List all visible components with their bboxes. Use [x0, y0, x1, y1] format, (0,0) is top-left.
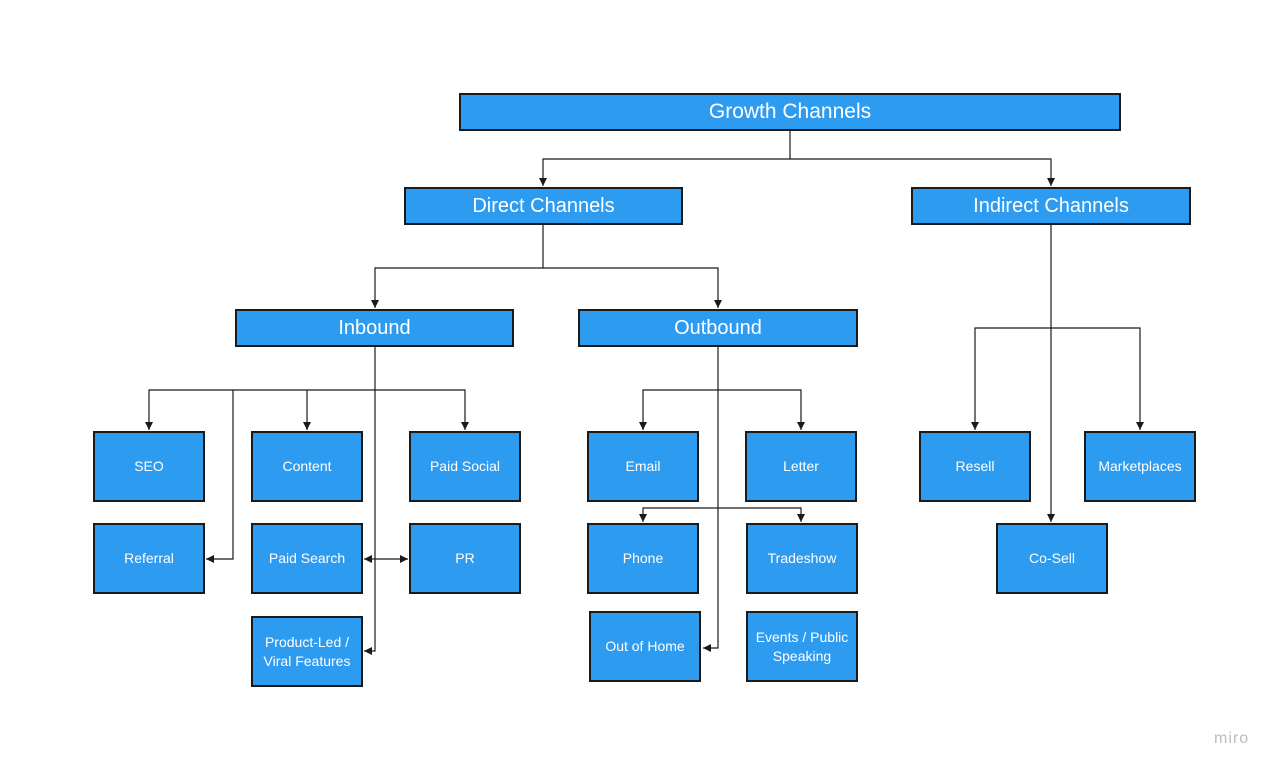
miro-watermark: miro: [1214, 730, 1250, 747]
node-indirect-channels[interactable]: Indirect Channels: [911, 187, 1191, 225]
node-product-led[interactable]: Product-Led / Viral Features: [251, 616, 363, 687]
node-events-public-speaking[interactable]: Events / Public Speaking: [746, 611, 858, 682]
connector-inbound-vertical: [364, 390, 376, 655]
connector-inbound-seo: [145, 389, 375, 430]
connector-direct-inbound: [371, 224, 544, 308]
node-out-of-home[interactable]: Out of Home: [589, 611, 701, 682]
node-resell[interactable]: Resell: [919, 431, 1031, 502]
node-content[interactable]: Content: [251, 431, 363, 502]
connector-indirect-marketplaces: [1051, 327, 1144, 430]
connector-inbound-referral: [206, 390, 234, 563]
connector-outbound-trunk: [703, 346, 719, 652]
connector-root-direct: [539, 130, 791, 186]
node-phone[interactable]: Phone: [587, 523, 699, 594]
node-tradeshow[interactable]: Tradeshow: [746, 523, 858, 594]
node-inbound[interactable]: Inbound: [235, 309, 514, 347]
connector-indirect-resell: [971, 327, 1051, 430]
connector-outbound-email: [639, 389, 718, 430]
connector-direct-outbound: [543, 267, 722, 308]
node-outbound[interactable]: Outbound: [578, 309, 858, 347]
node-growth-channels[interactable]: Growth Channels: [459, 93, 1121, 131]
connector-outbound-letter: [718, 389, 805, 430]
node-direct-channels[interactable]: Direct Channels: [404, 187, 683, 225]
node-referral[interactable]: Referral: [93, 523, 205, 594]
connector-outbound-phone: [639, 507, 718, 522]
node-email[interactable]: Email: [587, 431, 699, 502]
node-pr[interactable]: PR: [409, 523, 521, 594]
node-paid-social[interactable]: Paid Social: [409, 431, 521, 502]
connector-inbound-paid-social: [375, 389, 469, 430]
node-co-sell[interactable]: Co-Sell: [996, 523, 1108, 594]
connector-outbound-tradeshow: [718, 507, 805, 522]
node-seo[interactable]: SEO: [93, 431, 205, 502]
connector-root-indirect: [790, 158, 1055, 186]
node-marketplaces[interactable]: Marketplaces: [1084, 431, 1196, 502]
node-paid-search[interactable]: Paid Search: [251, 523, 363, 594]
node-letter[interactable]: Letter: [745, 431, 857, 502]
